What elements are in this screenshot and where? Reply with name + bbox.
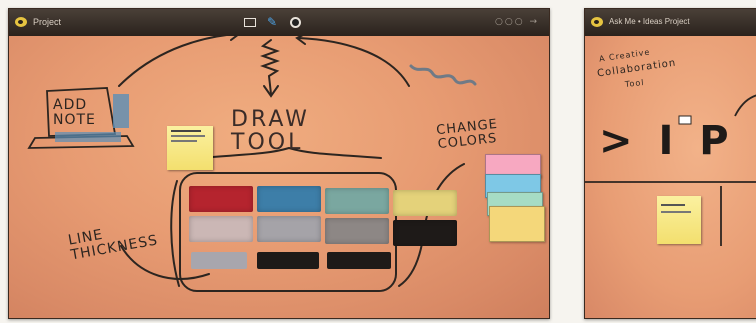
note-icon[interactable] xyxy=(244,18,256,27)
pen-icon[interactable]: ✎ xyxy=(265,15,279,29)
color-note[interactable] xyxy=(489,206,545,242)
title-bar: Ask Me • Ideas Project xyxy=(585,9,756,36)
line-thickness-option[interactable] xyxy=(327,252,391,269)
app-window-secondary: Ask Me • Ideas Project A Creative Collab… xyxy=(584,8,756,319)
color-swatch[interactable] xyxy=(393,190,457,216)
whiteboard-canvas[interactable]: A Creative Collaboration Tool > I P xyxy=(585,36,756,318)
color-swatch[interactable] xyxy=(325,218,389,244)
scribble-mark xyxy=(411,66,475,84)
app-window-main: Project ✎ ○○○ → xyxy=(8,8,550,319)
window-title: Ask Me • Ideas Project xyxy=(609,17,690,26)
title-bar: Project ✎ ○○○ → xyxy=(9,9,549,36)
add-note-annotation: ADD NOTE xyxy=(53,98,96,127)
line-thickness-option[interactable] xyxy=(191,252,247,269)
color-swatch[interactable] xyxy=(325,188,389,214)
color-palette-panel xyxy=(179,172,397,292)
color-swatch[interactable] xyxy=(189,216,253,242)
color-swatch[interactable] xyxy=(393,220,457,246)
app-logo-icon xyxy=(591,17,603,27)
draw-tool-annotation: DRAW TOOL xyxy=(231,108,310,154)
sketch-lines xyxy=(585,36,756,319)
app-logo-icon xyxy=(15,17,27,27)
window-title: Project xyxy=(33,17,61,27)
color-swatch[interactable] xyxy=(189,186,253,212)
whiteboard-canvas[interactable]: ADD NOTE DRAW TOOL CHANGE COLORS LINE TH… xyxy=(9,36,549,318)
sticky-note[interactable] xyxy=(167,126,213,170)
color-swatch[interactable] xyxy=(257,186,321,212)
line-thickness-option[interactable] xyxy=(257,252,319,269)
color-picker-icon[interactable] xyxy=(290,17,301,28)
sticky-note[interactable] xyxy=(657,196,701,244)
window-controls[interactable]: ○○○ → xyxy=(495,17,539,27)
color-swatch[interactable] xyxy=(257,216,321,242)
